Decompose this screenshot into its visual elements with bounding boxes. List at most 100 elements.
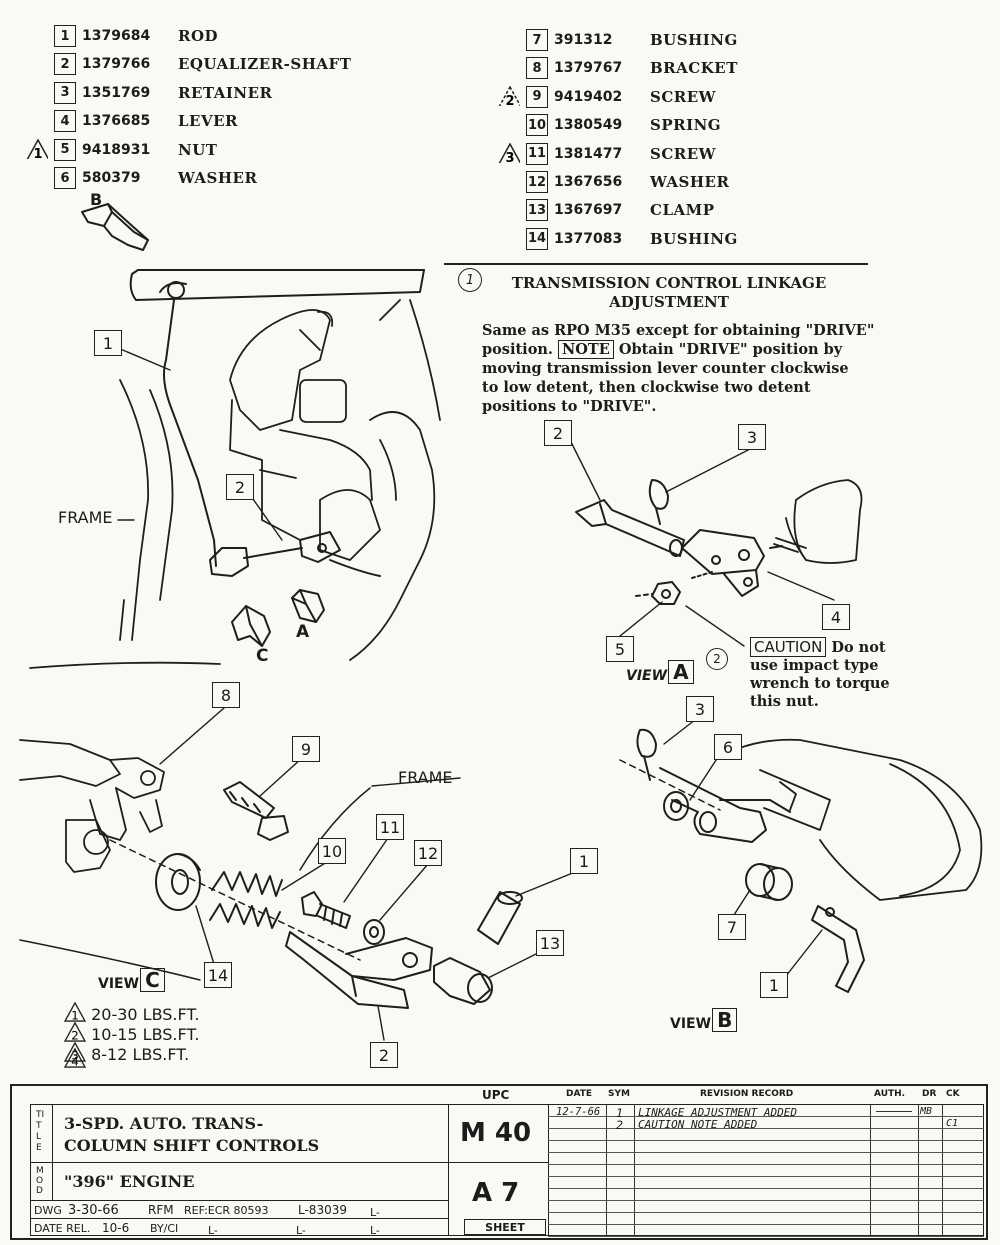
parts-row-part-number: 1351769 [82, 84, 151, 101]
parts-row-index: 11 [526, 142, 548, 165]
callout-vc-9: 9 [292, 736, 320, 762]
torque-spec-text: 10-15 LBS.FT. [86, 1025, 200, 1044]
rev-col-line [606, 1104, 607, 1236]
parts-row-index: 14 [526, 227, 548, 250]
parts-row-name: BUSHING [650, 31, 738, 49]
ref-l4: L- [296, 1224, 306, 1237]
transmission-case [229, 299, 441, 661]
view-b-retainer-3 [636, 728, 657, 781]
view-c-rod-1 [477, 891, 523, 945]
caution-line3: wrench to torque [750, 675, 890, 692]
callout-vc-1: 1 [570, 848, 598, 874]
detail-b-label: B [90, 190, 103, 209]
rev-row-line [548, 1236, 984, 1237]
mod-text: "396" ENGINE [64, 1172, 195, 1191]
divider-upc-mid [448, 1162, 548, 1163]
view-c-label: VIEW C [98, 968, 165, 992]
rev-dr: MB [920, 1106, 933, 1117]
divider-title-mod [30, 1162, 448, 1163]
view-c-bracket [19, 739, 165, 873]
revision-triangle-icon: 3 [63, 1041, 87, 1062]
parts-row-part-number: 1381477 [554, 145, 623, 162]
view-a-letter: A [668, 660, 694, 684]
adjustment-text-line3: moving transmission lever counter clockw… [482, 360, 849, 377]
rev-sym: 2 [616, 1118, 623, 1132]
revision-triangle-number: 3 [71, 1048, 79, 1062]
view-b-transmission [729, 738, 983, 901]
view-a-linkage [575, 479, 783, 605]
adjustment-text-line2-a: position. [482, 341, 553, 358]
parts-row-part-number: 1379684 [82, 28, 151, 44]
rev-header-sym: SYM [608, 1089, 630, 1099]
caution-line1-text: Do not [831, 639, 886, 656]
view-c-word: VIEW [98, 976, 140, 992]
callout-vb-1: 1 [760, 972, 788, 998]
view-b-lever [659, 767, 791, 843]
title-line1: 3-SPD. AUTO. TRANS- [64, 1114, 264, 1133]
revision-triangle-number: 4 [71, 1054, 79, 1068]
frame-label-left: FRAME [58, 508, 113, 527]
rev-row-line [548, 1116, 984, 1117]
adjustment-title: TRANSMISSION CONTROL LINKAGE ADJUSTMENT [484, 274, 854, 312]
rev-row-line [548, 1164, 984, 1165]
callout-vc-2: 2 [370, 1042, 398, 1068]
parts-row-index: 4 [54, 110, 76, 133]
upc-value: M 40 [460, 1118, 532, 1148]
callout-vb-6: 6 [714, 734, 742, 760]
callout-vb-3: 3 [686, 696, 714, 722]
parts-row-part-number: 1367656 [554, 174, 623, 190]
view-c-washer-12 [363, 919, 385, 945]
view-b-word: VIEW [670, 1016, 712, 1032]
upc-header: UPC [482, 1088, 510, 1102]
torque-spec-text: 8-12 LBS.FT. [86, 1045, 190, 1064]
adjustment-note-symbol: 1 [458, 268, 482, 292]
callout-vc-11: 11 [376, 814, 404, 840]
revision-triangle-number: 1 [71, 1008, 79, 1022]
rev-header-auth: AUTH. [874, 1089, 906, 1099]
torque-spec-row: 1 20-30 LBS.FT. [63, 1000, 199, 1024]
sheet-label: SHEET [464, 1219, 546, 1235]
revision-triangle-number: 2 [71, 1028, 79, 1042]
linkage-diagram [19, 203, 983, 1041]
frame-left-outline [29, 379, 221, 669]
view-b-letter: B [712, 1008, 738, 1032]
rev-col-line [942, 1104, 943, 1236]
torque-specs: 1 20-30 LBS.FT.2 10-15 LBS.FT.3 8-12 LBS… [63, 1000, 264, 1068]
adjustment-text-line4: to low detent, then clockwise two detent [482, 379, 811, 396]
callout-vc-14: 14 [204, 962, 232, 988]
title-side-label: TITLE [36, 1110, 45, 1153]
dwg-date: 3-30-66 [68, 1203, 119, 1218]
parts-row-part-number: 1379767 [554, 60, 623, 77]
view-c-floor-line [19, 939, 201, 981]
view-c-frame-line [299, 787, 371, 871]
parts-row-part-number: 391312 [554, 32, 613, 48]
callout-vc-10: 10 [318, 838, 346, 864]
view-c-shaft-2 [285, 931, 433, 1009]
rev-header-ck: CK [946, 1089, 960, 1099]
parts-row-index: 12 [526, 171, 548, 193]
caution-text: CAUTION Do not use impact type wrench to… [750, 637, 950, 711]
parts-row-part-number: 580379 [82, 170, 141, 186]
callout-va-4: 4 [822, 604, 850, 630]
parts-row-name: BUSHING [650, 229, 738, 248]
parts-row-index: 1 [54, 25, 76, 47]
revision-triangle-icon: 2 [498, 85, 520, 106]
torque-spec-row: 3 8-12 LBS.FT. [63, 1040, 190, 1064]
parts-row-name: SCREW [650, 144, 717, 163]
title-block [10, 1084, 988, 1240]
caution-line1: CAUTION Do not [750, 637, 950, 657]
torque-spec-row: 2 10-15 LBS.FT. [63, 1020, 200, 1044]
dwg-by: RFM [148, 1203, 174, 1217]
parts-row-part-number: 9419402 [554, 88, 623, 105]
rev-ck: C1 [946, 1118, 959, 1129]
caution-line4: this nut. [750, 693, 819, 710]
callout-vb-7: 7 [718, 914, 746, 940]
